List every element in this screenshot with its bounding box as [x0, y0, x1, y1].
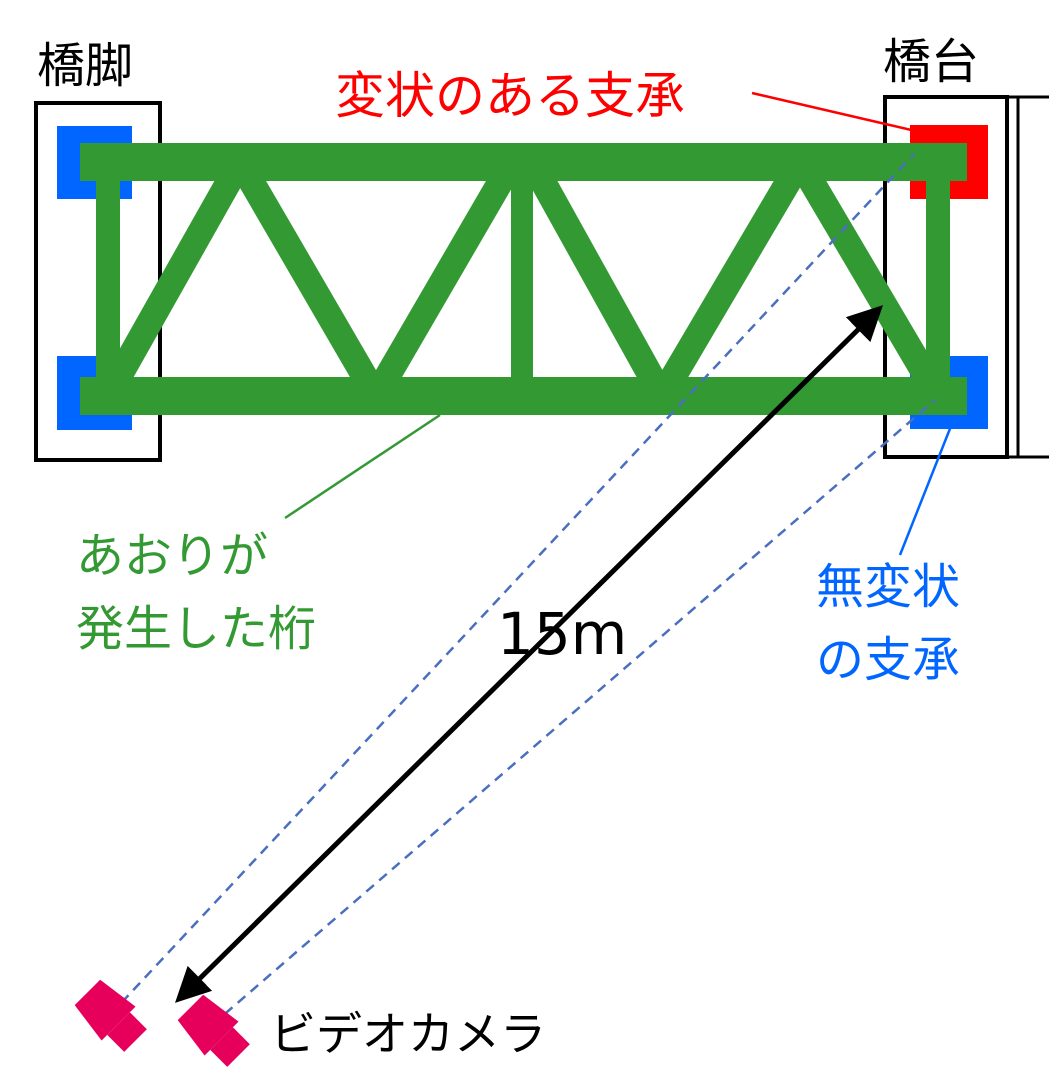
undeformed-bearing-label-line1: 無変状: [816, 559, 960, 615]
video-camera-icon: [177, 994, 250, 1067]
girder-label-line2: 発生した桁: [76, 601, 316, 657]
abutment-label: 橋台: [883, 34, 979, 90]
truss-diagonal-2: [228, 155, 388, 403]
leader-deformed-bearing: [751, 91, 921, 134]
truss-diagonal-1: [96, 155, 252, 403]
girder-label-line1: あおりが: [76, 528, 268, 584]
truss-diagonal-4: [520, 155, 674, 403]
pier-label: 橋脚: [37, 38, 133, 94]
video-camera-icon: [74, 979, 147, 1052]
leader-girder: [284, 413, 441, 520]
abutment-bracket: [1007, 95, 1049, 459]
distance-label: 15m: [497, 600, 627, 668]
truss-diagonal-5: [650, 155, 812, 403]
deformed-bearing-label: 変状のある支承: [335, 67, 685, 125]
truss-girder: [80, 143, 967, 415]
video-camera-label: ビデオカメラ: [270, 1007, 546, 1061]
distance-arrow: [175, 305, 883, 1003]
truss-diagonal-6: [788, 155, 950, 403]
leader-undeformed-bearing: [898, 415, 957, 556]
truss-diagonal-3: [364, 155, 524, 403]
abutment-outline: [883, 95, 1009, 459]
undeformed-bearing-label-line2: の支承: [816, 632, 960, 688]
